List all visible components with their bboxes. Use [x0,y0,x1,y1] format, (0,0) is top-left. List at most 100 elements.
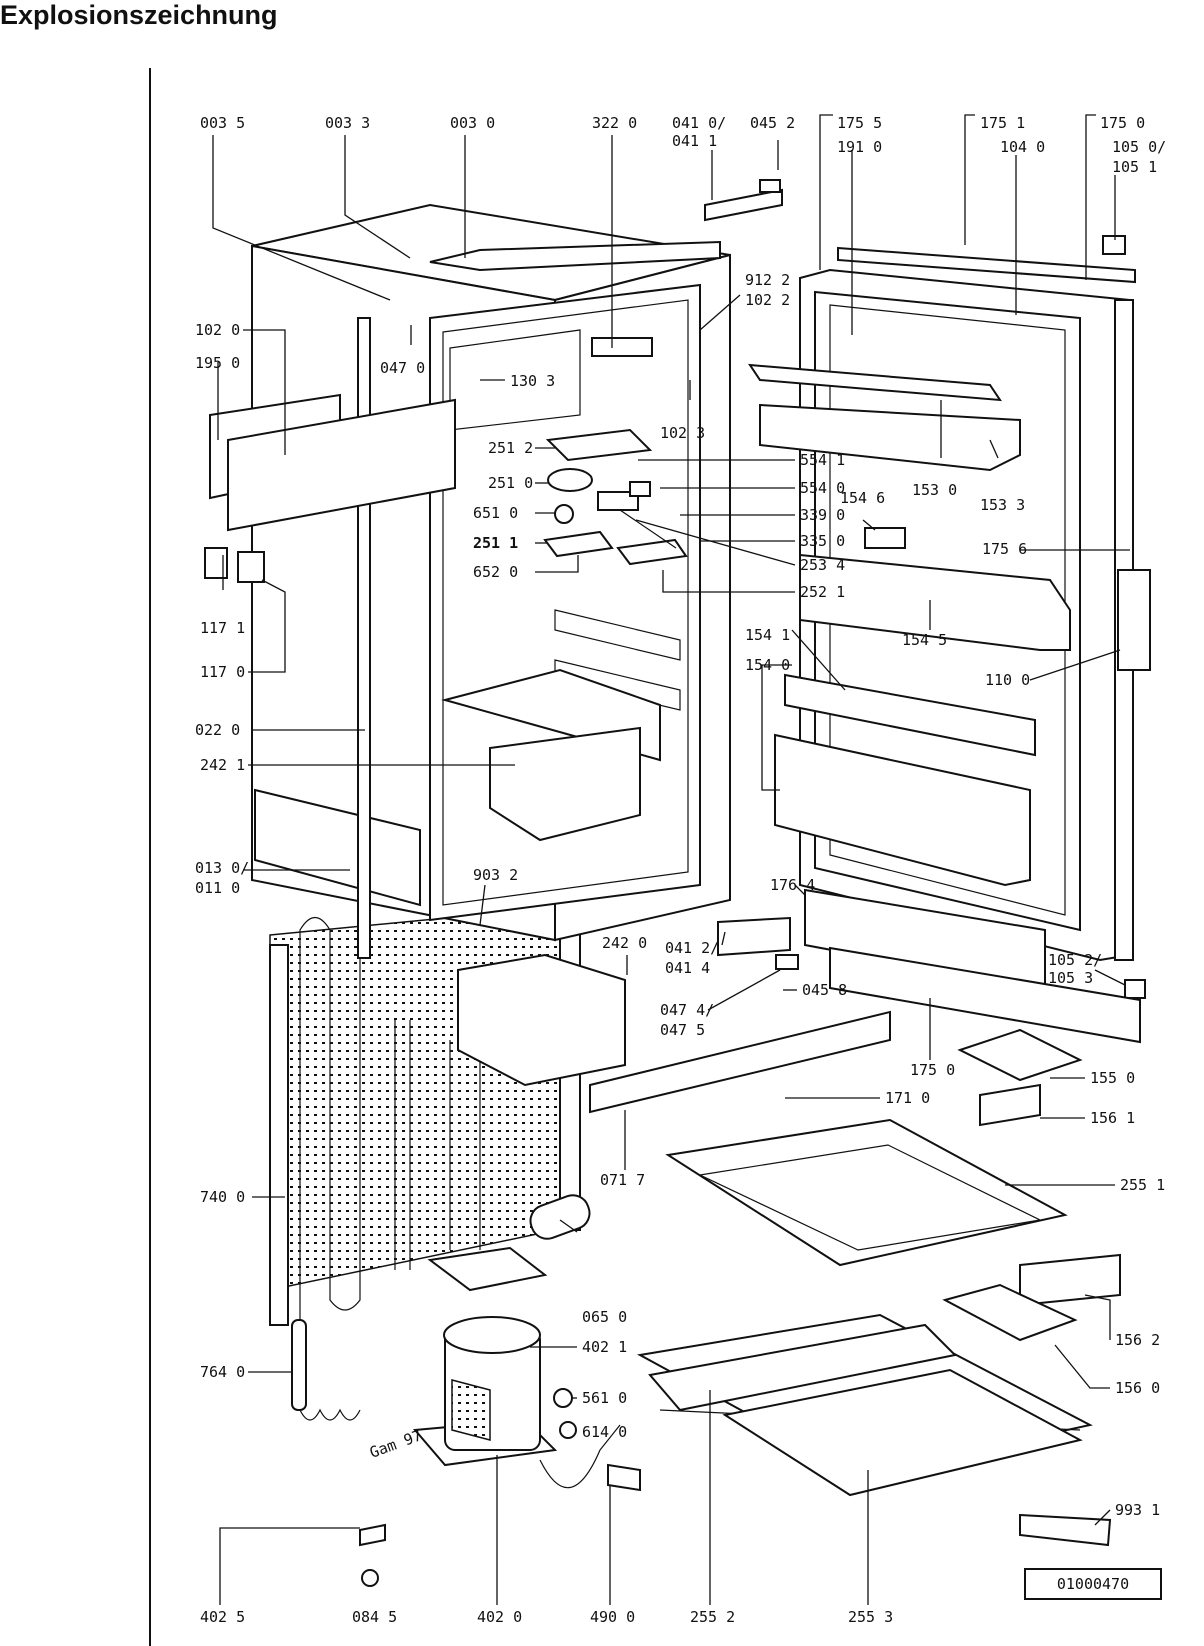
egg-tray-1550 [957,1028,1083,1082]
label-0475: 047 5 [660,1021,705,1039]
part-labels: 003 5 003 3 003 0 322 0 041 0/ 041 1 045… [195,114,1166,1626]
label-6140: 614 0 [582,1423,627,1441]
plug-0474 [775,954,799,970]
label-1750a: 175 0 [1100,114,1145,132]
strip-1750 [829,946,1141,1044]
label-2511: 251 1 [473,534,518,552]
label-0410: 041 0/ [672,114,726,132]
compressor [359,1194,641,1587]
label-0845: 084 5 [352,1608,397,1626]
label-0220: 022 0 [195,721,240,739]
label-1051: 105 1 [1112,158,1157,176]
protector-6140 [559,1421,577,1439]
label-2510: 251 0 [488,474,533,492]
label-6510: 651 0 [473,504,518,522]
label-0470: 047 0 [380,359,425,377]
label-1550: 155 0 [1090,1069,1135,1087]
label-4900: 490 0 [590,1608,635,1626]
label-0412: 041 2/ [665,939,719,957]
label-4020: 402 0 [477,1608,522,1626]
label-3220: 322 0 [592,114,637,132]
plug-4900 [607,1463,641,1492]
label-2421: 242 1 [200,756,245,774]
ice-box-1562 [1019,1253,1121,1307]
door-assembly [748,235,1151,999]
grommet-0845 [361,1569,379,1587]
label-2534: 253 4 [800,556,845,574]
label-2521: 252 1 [800,583,845,601]
label-0414: 041 4 [665,959,710,977]
scraper-9931 [1019,1513,1112,1547]
label-1950: 195 0 [195,354,240,372]
label-1171: 117 1 [200,619,245,637]
label-2512: 251 2 [488,439,533,457]
label-0411: 041 1 [672,132,717,150]
hinge-cover-1100 [1117,569,1151,671]
signature-scribble: Gam 97 [367,1426,424,1461]
label-1540: 154 0 [745,656,790,674]
cap-1052 [1124,979,1146,999]
label-0458: 045 8 [802,981,847,999]
label-3350: 335 0 [800,532,845,550]
label-1303: 130 3 [510,372,555,390]
label-2551: 255 1 [1120,1176,1165,1194]
door-top-trim [837,246,1136,284]
door-rack-1530 [748,363,1002,402]
label-1053: 105 3 [1048,969,1093,987]
label-3390: 339 0 [800,506,845,524]
clip-4025 [359,1523,386,1547]
label-0030: 003 0 [450,114,495,132]
capacitor-0650 [529,1194,591,1240]
label-5610: 561 0 [582,1389,627,1407]
label-9931: 993 1 [1115,1501,1160,1519]
relay-5610 [553,1388,573,1408]
bracket-3220 [591,337,653,357]
divider-strip [357,317,371,959]
hinge-0410 [704,188,783,222]
bottle-rail-1541 [784,673,1036,757]
label-9032: 903 2 [473,866,518,884]
label-1710: 171 0 [885,1089,930,1107]
label-1050: 105 0/ [1112,138,1166,156]
bottle-shelf-1540 [774,733,1031,887]
label-1560: 156 0 [1115,1379,1160,1397]
clip-1546 [864,527,906,549]
label-1020: 102 0 [195,321,240,339]
label-1561: 156 1 [1090,1109,1135,1127]
label-6520: 652 0 [473,563,518,581]
label-7400: 740 0 [200,1188,245,1206]
label-1052: 105 2/ [1048,951,1102,969]
label-1023: 102 3 [660,424,705,442]
bracket-0412 [717,916,791,957]
label-1756: 175 6 [982,540,1027,558]
label-1751: 175 1 [980,114,1025,132]
label-1533: 153 3 [980,496,1025,514]
label-2552: 255 2 [690,1608,735,1626]
label-1170: 117 0 [200,663,245,681]
ice-tray-1560 [942,1283,1078,1342]
label-1545: 154 5 [902,631,947,649]
glass-shelf-2551 [665,1118,1068,1267]
door-shelf-1545 [799,553,1071,651]
door-shelf-1533 [759,403,1021,472]
page-title: Explosionszeichnung [0,0,278,30]
label-1755: 175 5 [837,114,882,132]
crisper-2420 [457,953,626,1087]
label-1541: 154 1 [745,626,790,644]
diagram-id-box: 01000470 [1024,1568,1162,1600]
leader-lines [212,114,1130,1605]
butter-dish-1561 [979,1083,1041,1127]
cap-1050 [1102,235,1126,255]
top-cover-plate [429,240,721,272]
label-1022: 102 2 [745,291,790,309]
label-9122: 912 2 [745,271,790,289]
glass-shelf-2553 [722,1368,1083,1497]
label-0474: 047 4/ [660,1001,714,1019]
label-1750b: 175 0 [910,1061,955,1079]
label-0452: 045 2 [750,114,795,132]
lamp-thermostat-cluster [543,428,688,566]
hinge-1171 [204,547,228,579]
label-7640: 764 0 [200,1363,245,1381]
label-0033: 003 3 [325,114,370,132]
